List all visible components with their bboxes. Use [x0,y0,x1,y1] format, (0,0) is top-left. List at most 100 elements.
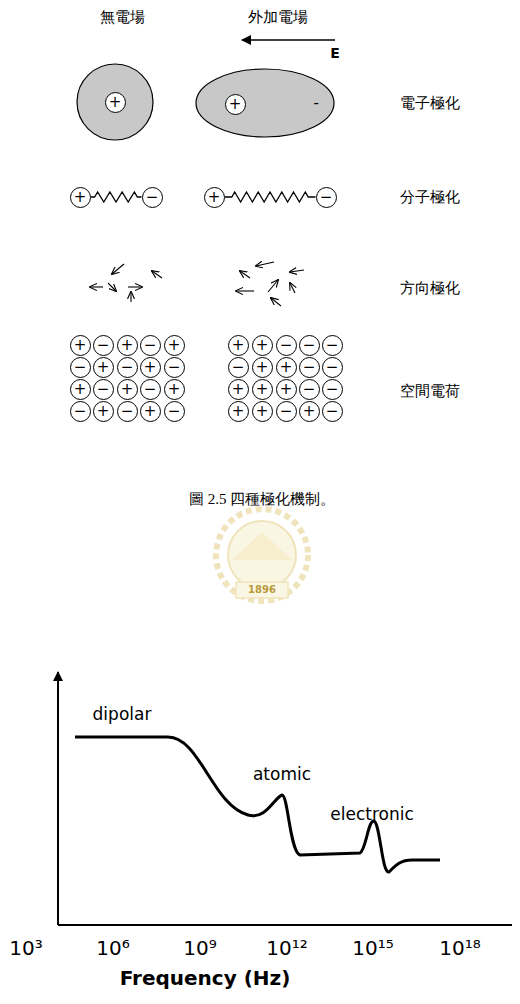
charge-sign: + [168,338,181,353]
charge-circle: − [322,401,343,422]
charge-sign: − [326,360,339,375]
column-heading: 外加電場 [248,9,308,26]
charge-circle: − [70,401,91,422]
row-label: 分子極化 [400,189,460,206]
charge-circle: − [117,401,138,422]
charge-sign: + [303,404,316,419]
charge-sign: + [232,404,245,419]
charge-sign: − [144,338,157,353]
charge-circle: + [228,401,249,422]
charge-sign: − [146,190,159,205]
charge-circle: + [228,335,249,356]
curve-label: electronic [330,805,414,825]
charge-sign: − [326,338,339,353]
spring-bond [225,192,316,202]
charge-circle: − [316,187,337,208]
tick-label: 10¹⁵ [352,937,393,960]
charge-sign: + [144,404,157,419]
charge-circle: − [322,335,343,356]
charge-sign: − [74,360,87,375]
charge-circle: − [93,335,114,356]
charge-circle: − [276,335,297,356]
charge-sign: + [280,360,293,375]
figure-caption: 圖 2.5 四種極化機制。 [189,491,335,508]
charge-sign: − [326,404,339,419]
charge-circle: + [252,335,273,356]
charge-circle: + [140,401,161,422]
curve-label: dipolar [93,705,152,725]
charge-circle: − [299,357,320,378]
charge-circle: + [117,335,138,356]
charge-sign: + [121,338,134,353]
charge-circle: − [164,401,185,422]
charge-sign: + [97,404,110,419]
charge-sign: + [121,382,134,397]
charge-circle: + [70,335,91,356]
charge-sign: − [303,338,316,353]
charge-circle: + [164,379,185,400]
charge-circle: − [322,357,343,378]
y-axis [57,672,59,925]
charge-sign: − [303,382,316,397]
axis-title: Frequency (Hz) [120,967,291,990]
charge-sign: - [314,96,319,111]
charge-circle: + [93,357,114,378]
charge-sign: + [74,190,87,205]
charge-sign: + [97,360,110,375]
watermark-logo [216,509,308,601]
charge-circle: − [140,379,161,400]
charge-sign: − [168,360,181,375]
charge-circle: + [276,357,297,378]
charge-sign: + [256,360,269,375]
charge-sign: + [256,404,269,419]
spring-bond [91,192,142,202]
charge-circle: − [228,357,249,378]
charge-sign: − [74,404,87,419]
charge-sign: − [168,404,181,419]
charge-sign: − [97,338,110,353]
charge-circle: + [204,187,225,208]
charge-sign: + [280,382,293,397]
charge-sign: − [121,404,134,419]
charge-circle: + [70,187,91,208]
watermark: 1896 [248,584,276,596]
charge-sign: − [320,190,333,205]
charge-sign: − [280,338,293,353]
charge-circle: − [142,187,163,208]
charge-circle: − [322,379,343,400]
charge-sign: + [74,338,87,353]
charge-circle: − [70,357,91,378]
row-label: 方向極化 [400,280,460,297]
charge-sign: + [144,360,157,375]
charge-circle: − [140,335,161,356]
charge-circle: + [228,379,249,400]
charge-circle: + [93,401,114,422]
charge-circle: − [164,357,185,378]
charge-sign: + [109,95,122,110]
charge-circle: + [105,92,126,113]
charge-circle: − [276,401,297,422]
electron-cloud [77,64,153,140]
tick-label: 10¹⁸ [439,937,480,960]
charge-circle: + [225,94,246,115]
charge-sign: − [303,360,316,375]
electron-cloud-ellipse: -+ [195,68,335,138]
charge-sign: + [256,382,269,397]
charge-sign: + [229,97,242,112]
charge-circle: + [117,379,138,400]
tick-label: 10⁹ [183,937,216,960]
charge-circle: + [252,357,273,378]
field-label: E [330,45,340,61]
charge-sign: + [232,338,245,353]
tick-label: 10¹² [266,937,307,960]
row-label: 空間電荷 [400,383,460,400]
charge-circle: + [140,357,161,378]
column-heading: 無電場 [100,9,145,26]
charge-circle: − [299,379,320,400]
charge-sign: + [232,382,245,397]
charge-circle: − [93,379,114,400]
charge-circle: + [70,379,91,400]
charge-sign: − [121,360,134,375]
charge-circle: + [164,335,185,356]
charge-circle: + [252,401,273,422]
